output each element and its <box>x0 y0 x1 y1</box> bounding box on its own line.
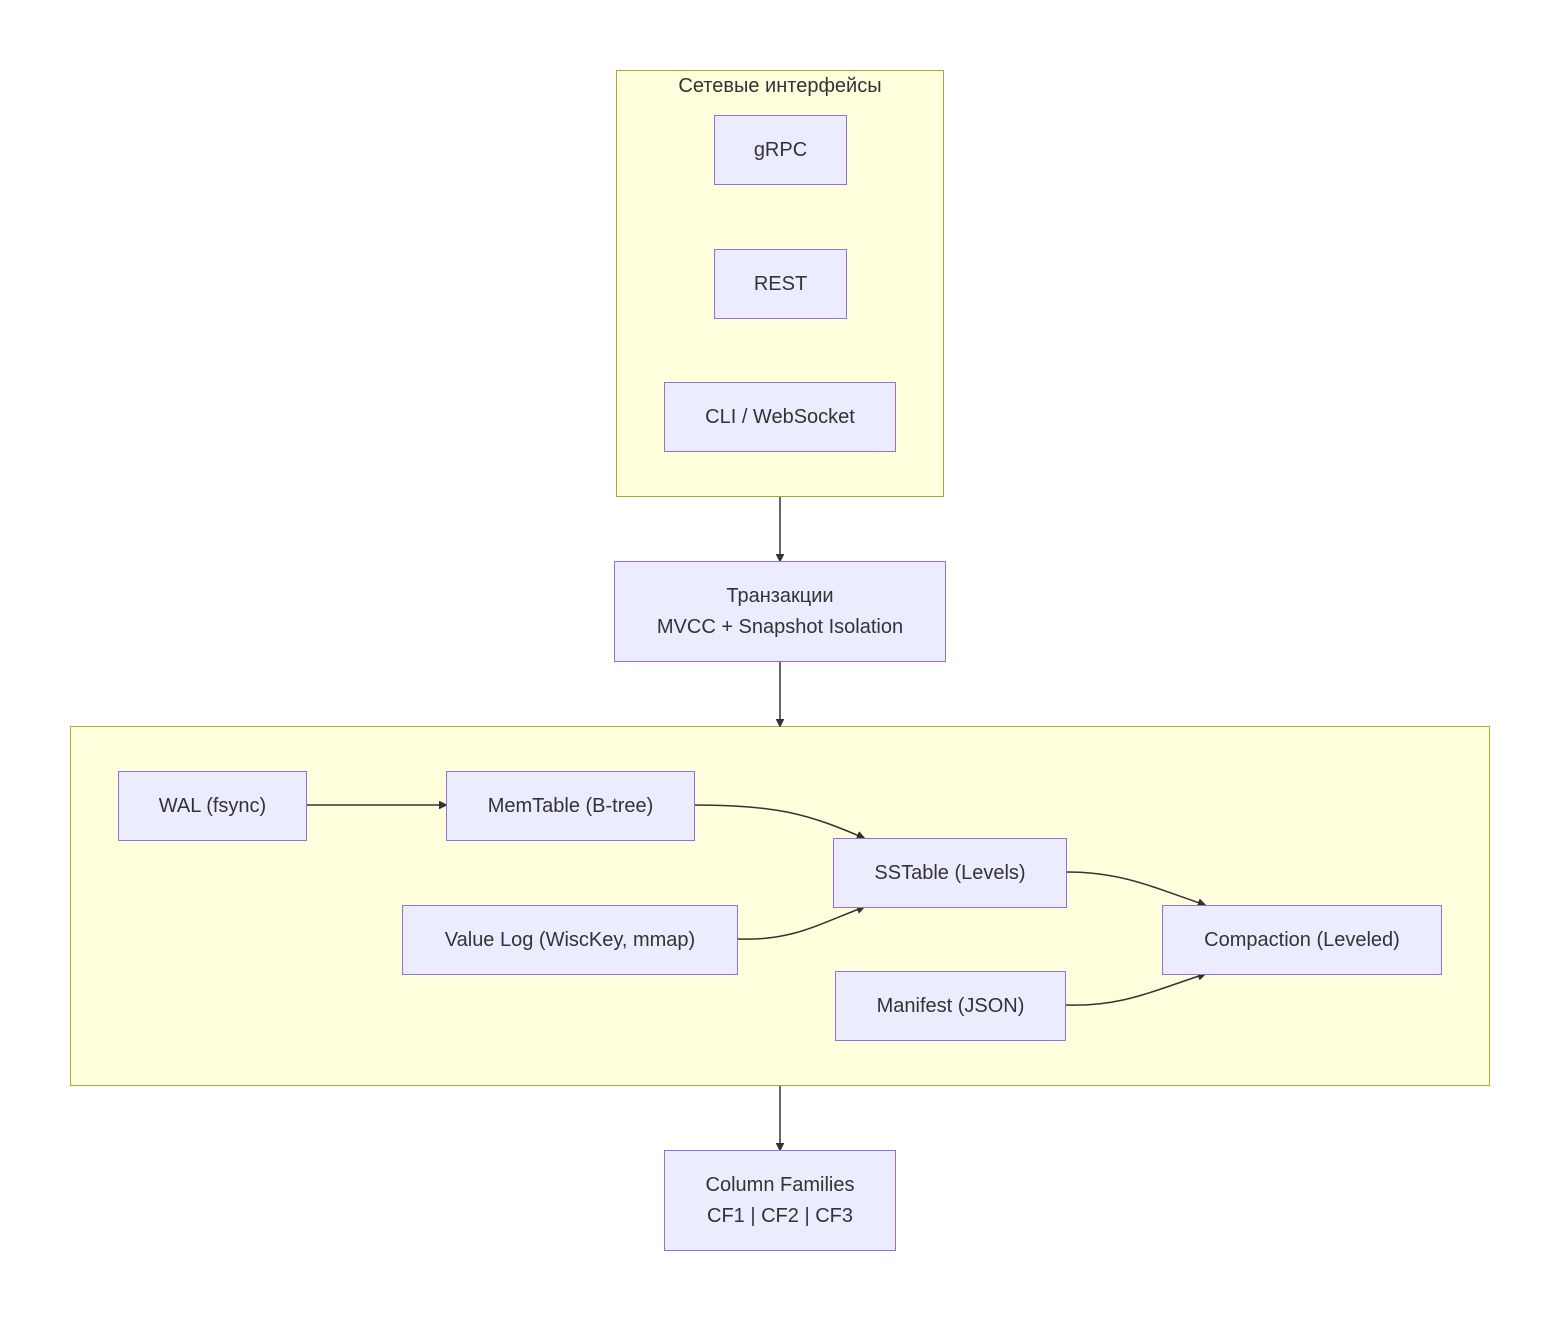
node-label: REST <box>753 272 808 295</box>
node-label: CLI / WebSocket <box>705 405 855 428</box>
node-label-line1: Транзакции <box>726 584 834 607</box>
edge-sstable-to-compaction <box>1066 871 1205 905</box>
node-label-line1: Column Families <box>705 1173 855 1196</box>
edge-manifest-to-compaction <box>1064 974 1205 1006</box>
cluster-title: Сетевые интерфейсы <box>678 75 882 97</box>
node-grpc[interactable]: gRPC <box>714 115 847 185</box>
node-manifest[interactable]: Manifest (JSON) <box>835 971 1066 1041</box>
node-sstable[interactable]: SSTable (Levels) <box>833 838 1067 908</box>
node-label: Compaction (Leveled) <box>1204 928 1400 951</box>
node-column-families[interactable]: Column Families CF1 | CF2 | CF3 <box>664 1150 896 1251</box>
node-memtable[interactable]: MemTable (B-tree) <box>446 771 695 841</box>
node-label: SSTable (Levels) <box>874 861 1026 884</box>
node-label-line2: CF1 | CF2 | CF3 <box>707 1204 853 1227</box>
node-wal[interactable]: WAL (fsync) <box>118 771 307 841</box>
node-label: Manifest (JSON) <box>876 994 1025 1017</box>
node-label: gRPC <box>753 138 808 161</box>
edge-memtable-to-sstable <box>693 804 864 838</box>
node-label: MemTable (B-tree) <box>487 794 654 817</box>
node-label-line2: MVCC + Snapshot Isolation <box>656 615 904 638</box>
node-rest[interactable]: REST <box>714 249 847 319</box>
node-cli-websocket[interactable]: CLI / WebSocket <box>664 382 896 452</box>
node-compaction[interactable]: Compaction (Leveled) <box>1162 905 1442 975</box>
node-transactions[interactable]: Транзакции MVCC + Snapshot Isolation <box>614 561 946 662</box>
node-label: WAL (fsync) <box>158 794 267 817</box>
edge-valuelog-to-sstable <box>737 907 864 940</box>
node-value-log[interactable]: Value Log (WiscKey, mmap) <box>402 905 738 975</box>
node-label: Value Log (WiscKey, mmap) <box>444 928 696 951</box>
